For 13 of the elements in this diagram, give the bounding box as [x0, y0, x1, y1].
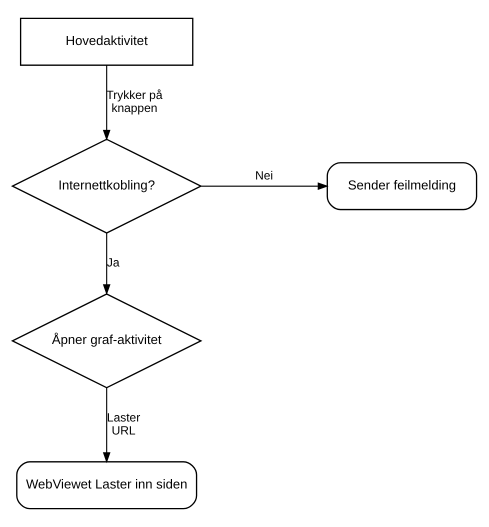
edge-label: Nei — [255, 168, 274, 182]
edge-label: Laster URL — [106, 410, 140, 438]
node-box: WebViewet Laster inn siden — [16, 461, 198, 510]
node-diamond: Internettkobling? — [10, 138, 202, 234]
edge-label: Ja — [106, 256, 120, 270]
arrow — [102, 388, 110, 464]
edge-label: Trykker på knappen — [106, 88, 163, 115]
node-box: Sender feilmelding — [326, 162, 478, 210]
node-diamond: Åpner graf-aktivitet — [10, 293, 202, 388]
arrow — [102, 65, 110, 141]
arrow — [102, 233, 110, 296]
arrow — [201, 182, 329, 190]
node-box: Hovedaktivitet — [20, 18, 194, 66]
